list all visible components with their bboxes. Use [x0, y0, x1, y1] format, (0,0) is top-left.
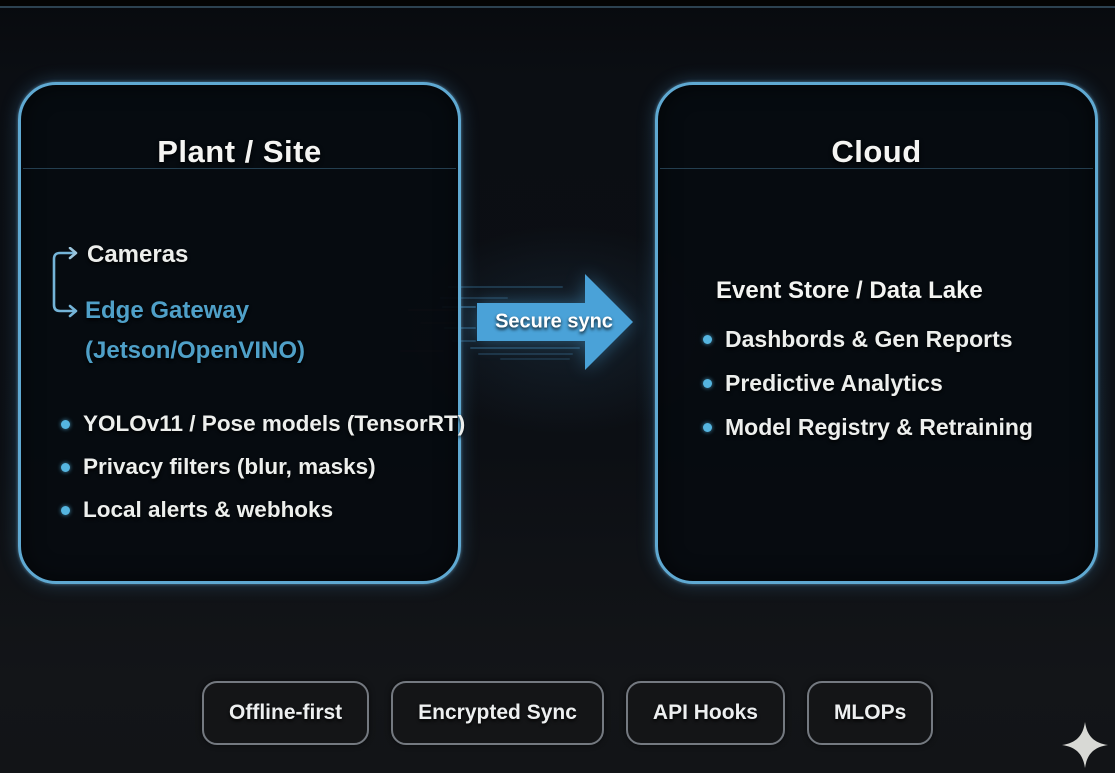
data-stream-decoration: [470, 347, 580, 349]
cloud-title: Cloud: [831, 134, 922, 170]
list-item: Privacy filters (blur, masks): [61, 453, 465, 481]
cloud-heading: Event Store / Data Lake: [716, 277, 983, 304]
title-divider: [660, 168, 1093, 169]
bullet-text: Model Registry & Retraining: [725, 414, 1033, 440]
sparkle-icon: [1062, 722, 1108, 768]
list-item: Model Registry & Retraining: [703, 413, 1033, 442]
chip-label: Offline-first: [229, 701, 343, 724]
footer-chip-offline-first: Offline-first: [202, 681, 370, 745]
list-item: YOLOv11 / Pose models (TensorRT): [61, 410, 465, 438]
data-stream-decoration: [452, 340, 476, 342]
arrow-shape: [477, 274, 633, 370]
plant-site-title: Plant / Site: [157, 134, 322, 170]
flow-item-edge-gateway: Edge Gateway: [85, 297, 250, 324]
footer-chip-encrypted-sync: Encrypted Sync: [391, 681, 604, 745]
bullet-dot-icon: [703, 423, 712, 432]
top-divider-line: [0, 6, 1115, 8]
bullet-text: Local alerts & webhoks: [83, 497, 334, 522]
footer-chip-row: Offline-first Encrypted Sync API Hooks M…: [202, 681, 934, 745]
bullet-text: YOLOv11 / Pose models (TensorRT): [83, 411, 466, 436]
footer-chip-api-hooks: API Hooks: [625, 681, 785, 745]
title-divider: [23, 168, 456, 169]
bullet-dot-icon: [61, 420, 70, 429]
bullet-text: Predictive Analytics: [725, 370, 943, 396]
secure-sync-arrow: Secure sync: [440, 268, 640, 372]
chip-label: Encrypted Sync: [418, 701, 577, 724]
data-stream-decoration: [478, 353, 573, 355]
data-stream-decoration: [448, 286, 563, 288]
plant-bullet-list: YOLOv11 / Pose models (TensorRT) Privacy…: [61, 410, 465, 539]
edge-gateway-subtitle: (Jetson/OpenVINO): [85, 337, 306, 364]
bullet-text: Dashbords & Gen Reports: [725, 326, 1013, 352]
list-item: Local alerts & webhoks: [61, 496, 465, 524]
footer-chip-mlops: MLOPs: [806, 681, 934, 745]
top-black-strip: [0, 0, 1115, 6]
chip-label: MLOPs: [833, 701, 907, 724]
chip-label: API Hooks: [652, 701, 758, 724]
bullet-text: Privacy filters (blur, masks): [83, 454, 376, 479]
flow-item-cameras: Cameras: [87, 241, 189, 268]
bullet-dot-icon: [703, 379, 712, 388]
list-item: Predictive Analytics: [703, 369, 1033, 398]
bullet-dot-icon: [61, 463, 70, 472]
secure-sync-label: Secure sync: [495, 310, 613, 333]
cloud-bullet-list: Dashbords & Gen Reports Predictive Analy…: [703, 325, 1033, 457]
data-stream-decoration: [440, 297, 508, 299]
plant-site-panel: Plant / Site Cameras Edge Gateway (Jetso…: [18, 82, 465, 584]
bullet-dot-icon: [61, 506, 70, 515]
bullet-dot-icon: [703, 335, 712, 344]
cloud-panel: Cloud Event Store / Data Lake Dashbords …: [655, 82, 1098, 584]
flow-bracket-arrow-icon: [52, 247, 78, 318]
list-item: Dashbords & Gen Reports: [703, 325, 1033, 354]
data-stream-decoration: [500, 358, 570, 360]
